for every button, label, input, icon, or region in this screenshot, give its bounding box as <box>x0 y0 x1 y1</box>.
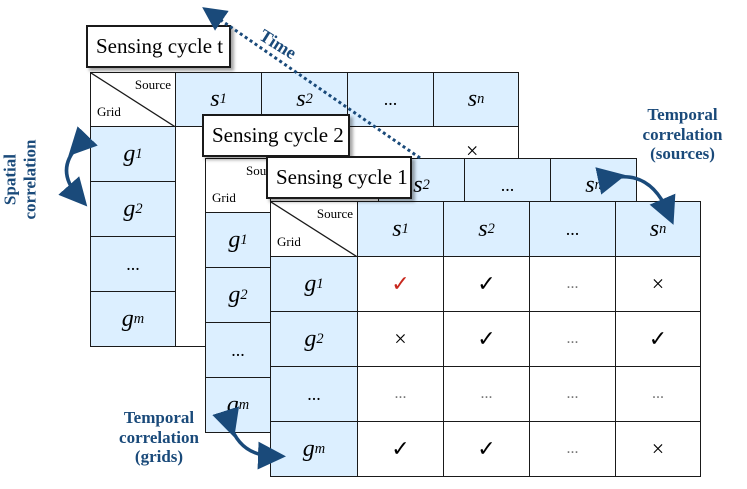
cell-g1-s1: ✓ <box>357 256 444 312</box>
corner-cell-1: Source Grid <box>270 201 359 258</box>
temporal-grids-label: Temporal correlation (grids) <box>119 408 199 467</box>
cell-g1-dots: ... <box>529 256 616 312</box>
cell-dots-sn: ... <box>615 366 701 422</box>
cell-gm-dots: ... <box>529 421 616 477</box>
grid-label: Grid <box>97 104 121 119</box>
cell-g2-dots: ... <box>529 311 616 367</box>
cell-dots-dots: ... <box>529 366 616 422</box>
cell-g1-s2: ✓ <box>443 256 530 312</box>
temporal-grids-arrow <box>212 406 286 470</box>
cell-g2-s1: × <box>357 311 444 367</box>
spatial-correlation-label: Spatial correlation <box>0 139 39 220</box>
cell-gm-s1: ✓ <box>357 421 444 477</box>
temporal-sources-arrow <box>595 167 676 225</box>
sensing-cycle-t-label: Sensing cycle t <box>86 25 231 68</box>
col-header-dots: ... <box>347 72 434 127</box>
temporal-sources-label: Temporal correlation (sources) <box>642 105 723 164</box>
cell-gm-sn: × <box>615 421 701 477</box>
source-label: Source <box>134 77 171 92</box>
corner-cell-t: Source Grid <box>90 72 177 128</box>
cell-g2-sn: ✓ <box>615 311 701 367</box>
cell-g1-sn: × <box>615 256 701 312</box>
time-arrow <box>202 7 421 160</box>
cross-mark: × <box>466 138 479 163</box>
cell-gm-s2: ✓ <box>443 421 530 477</box>
sensing-cycle-1-label: Sensing cycle 1 <box>266 156 412 199</box>
spatial-correlation-arrow <box>58 126 98 207</box>
sensing-cycle-2-label: Sensing cycle 2 <box>202 114 350 157</box>
cell-dots-s2: ... <box>443 366 530 422</box>
